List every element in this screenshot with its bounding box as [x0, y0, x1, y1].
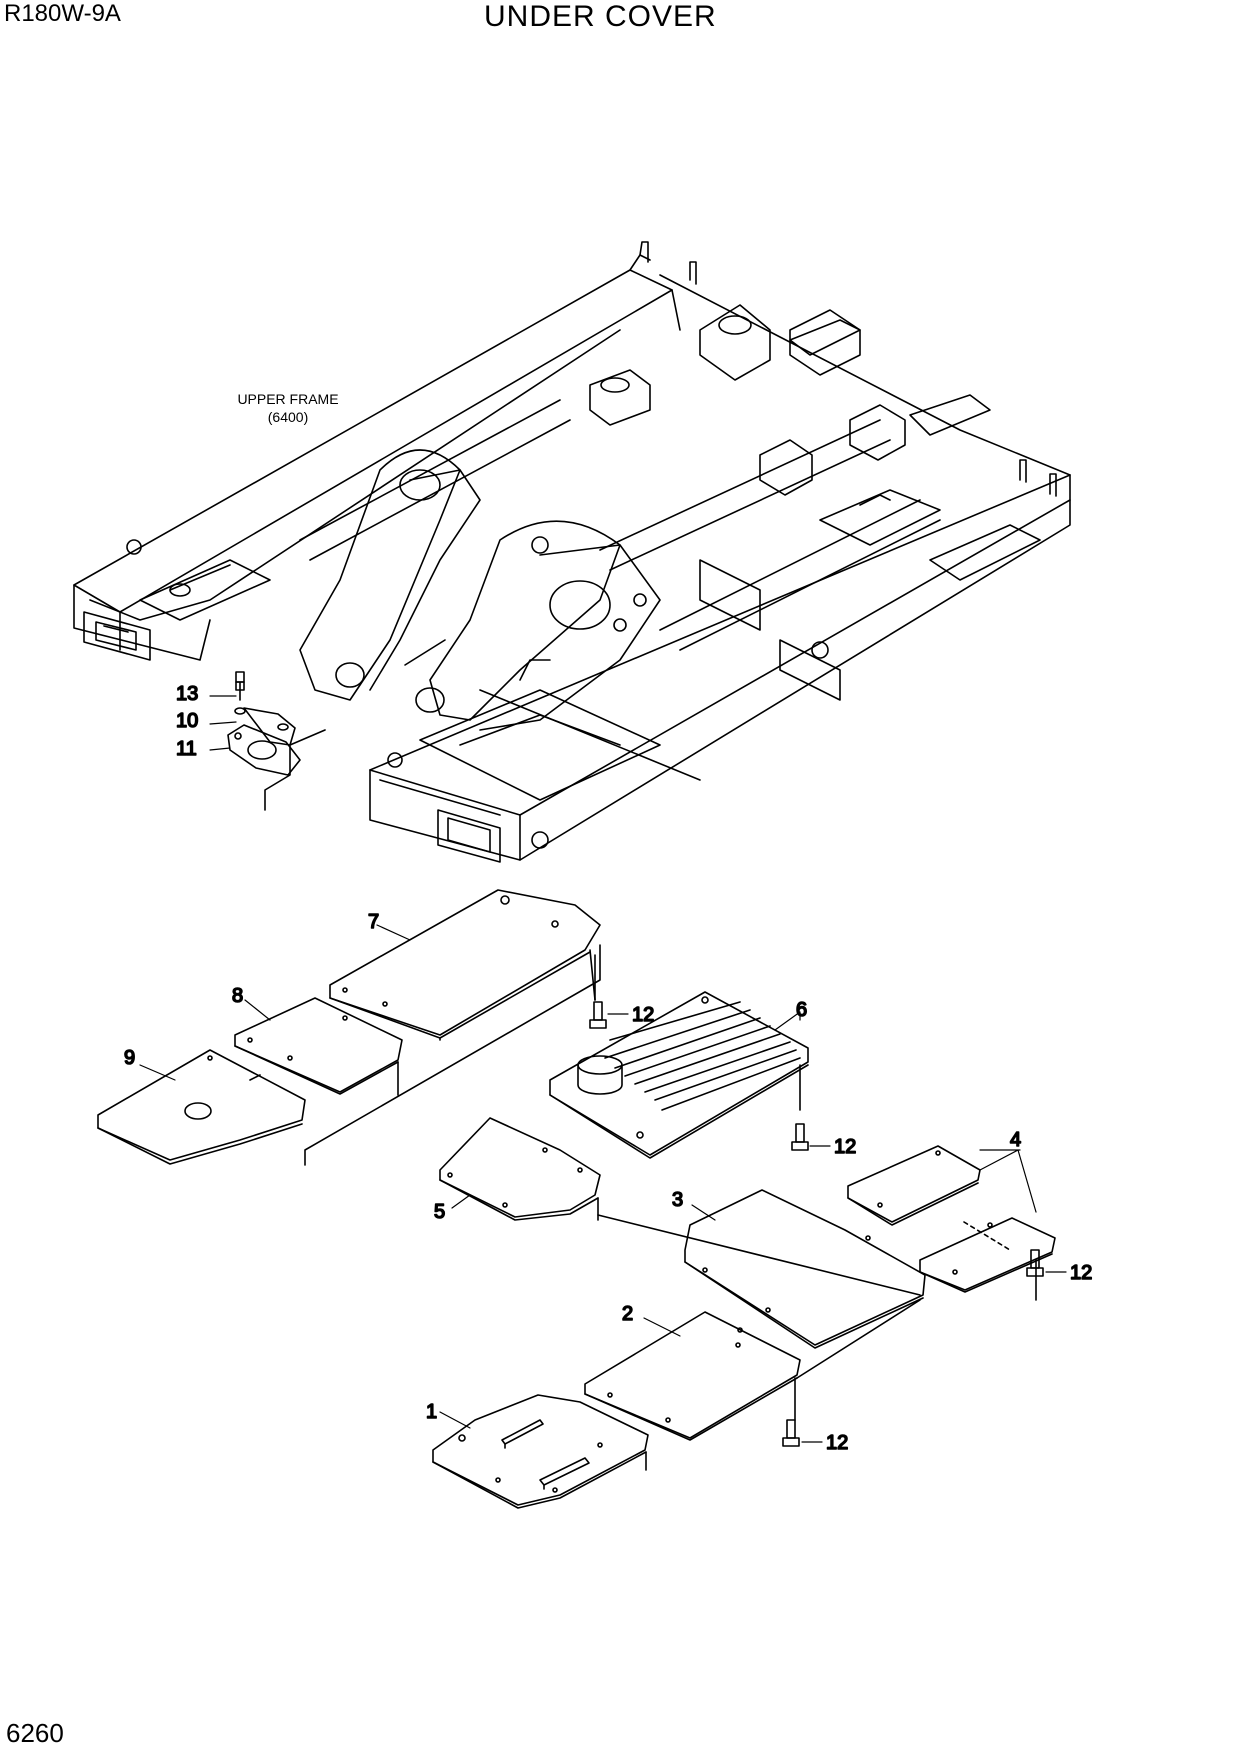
- upper-frame-ref: (6400): [267, 409, 309, 425]
- callout-6: 6: [796, 999, 807, 1021]
- callout-10: 10: [176, 710, 198, 732]
- bolt-12-lower: [782, 1419, 800, 1447]
- bolt-12-upper: [589, 1001, 607, 1029]
- callout-12-d: 12: [826, 1432, 848, 1454]
- callout-12-a: 12: [632, 1004, 654, 1026]
- callout-2: 2: [622, 1303, 633, 1325]
- cover-plate-1: [432, 1394, 649, 1509]
- cover-plate-4-pair: [847, 1145, 1056, 1301]
- page-title: UNDER COVER: [484, 0, 717, 33]
- callout-12-c: 12: [1070, 1262, 1092, 1284]
- model-code: R180W-9A: [4, 0, 121, 27]
- callout-11: 11: [176, 738, 197, 760]
- bolt-12-right: [1026, 1249, 1044, 1277]
- cover-plate-9: [97, 1049, 306, 1165]
- mount-parts-drawing: [227, 671, 301, 776]
- upper-frame-name: UPPER FRAME: [237, 391, 339, 407]
- cover-plate-2: [584, 1311, 801, 1441]
- upper-frame-label: UPPER FRAME (6400): [200, 390, 376, 426]
- callout-12-b: 12: [834, 1136, 856, 1158]
- callout-5: 5: [434, 1201, 445, 1223]
- callout-9: 9: [124, 1047, 135, 1069]
- cover-plate-3: [684, 1189, 926, 1349]
- cover-plate-5: [439, 1117, 601, 1221]
- upper-frame-drawing: [73, 241, 1071, 863]
- leader-lines-left: [249, 944, 601, 1166]
- callout-3: 3: [672, 1189, 683, 1211]
- callout-leaders: [139, 695, 1067, 1443]
- leader-lines-right: [597, 1214, 921, 1379]
- callout-8: 8: [232, 985, 243, 1007]
- bolt-12-middle: [791, 1123, 809, 1151]
- callout-4: 4: [1010, 1129, 1021, 1151]
- cover-plate-7: [329, 889, 601, 1041]
- callout-13: 13: [176, 683, 198, 705]
- callout-1: 1: [426, 1401, 437, 1423]
- callout-7: 7: [368, 911, 379, 933]
- cover-plate-8: [234, 997, 403, 1095]
- cover-plate-6-grill: [549, 991, 809, 1159]
- page-number: 6260: [6, 1718, 64, 1748]
